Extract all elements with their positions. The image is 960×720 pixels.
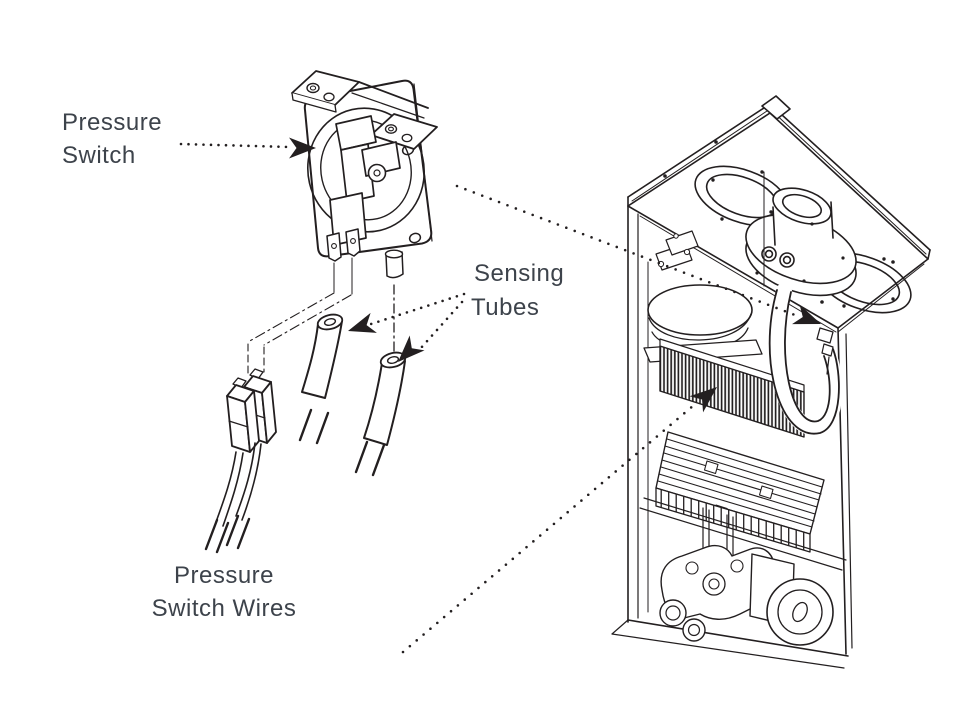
wire-break-marks (204, 514, 251, 554)
burner-rack (639, 431, 847, 571)
pressure-switch-leader-line (179, 142, 293, 149)
sensing-tubes-label-line1: Sensing (474, 260, 564, 287)
blower-assembly (643, 230, 763, 363)
wire-routing-centerline-2 (263, 294, 352, 346)
pressure-switch-wires-drawing (204, 368, 277, 554)
switch-location-leader-line (455, 184, 797, 317)
routing-phantom-lines (247, 284, 395, 375)
switch-terminals (326, 228, 361, 295)
pressure-switch-label-line2: Switch (62, 142, 136, 169)
sensing-tube-leader-line-right (418, 300, 464, 351)
sensing-tubes-label-line2: Tubes (471, 294, 539, 321)
wires (215, 442, 262, 527)
wire-connector-left (226, 377, 260, 453)
sensing-tube-right (354, 351, 407, 477)
sensing-tubes-drawing (298, 313, 407, 477)
mounting-bracket (291, 70, 438, 150)
pressure-switch-wires-label-line1: Pressure (174, 562, 274, 589)
heat-exchanger (659, 338, 805, 438)
pressure-switch-wires-label-line2: Switch Wires (152, 595, 297, 622)
pump-motor (749, 553, 834, 646)
pressure-switch-drawing (291, 70, 438, 295)
callout-leaders (179, 137, 825, 654)
callout-labels: Pressure Switch Sensing Tubes Pressure S… (62, 109, 564, 622)
sensing-tube-left (298, 313, 344, 445)
installed-sensing-tubes (768, 283, 843, 436)
pressure-switch-mount-fitting (816, 327, 834, 375)
sensing-tube-leader-line-left (369, 292, 466, 326)
blower-collar (745, 187, 857, 297)
pressure-switch-label-line1: Pressure (62, 109, 162, 136)
boiler-unit-drawing (611, 95, 931, 669)
sensing-tube-ports (761, 246, 795, 268)
switch-sensing-port (384, 249, 404, 279)
heat-exchanger-leader-line (401, 403, 696, 654)
sensing-tube-arrow-left (344, 312, 377, 342)
gas-valve-assembly (659, 544, 777, 642)
wire-routing-centerline-1 (247, 292, 335, 343)
switch-mechanism (329, 115, 401, 246)
